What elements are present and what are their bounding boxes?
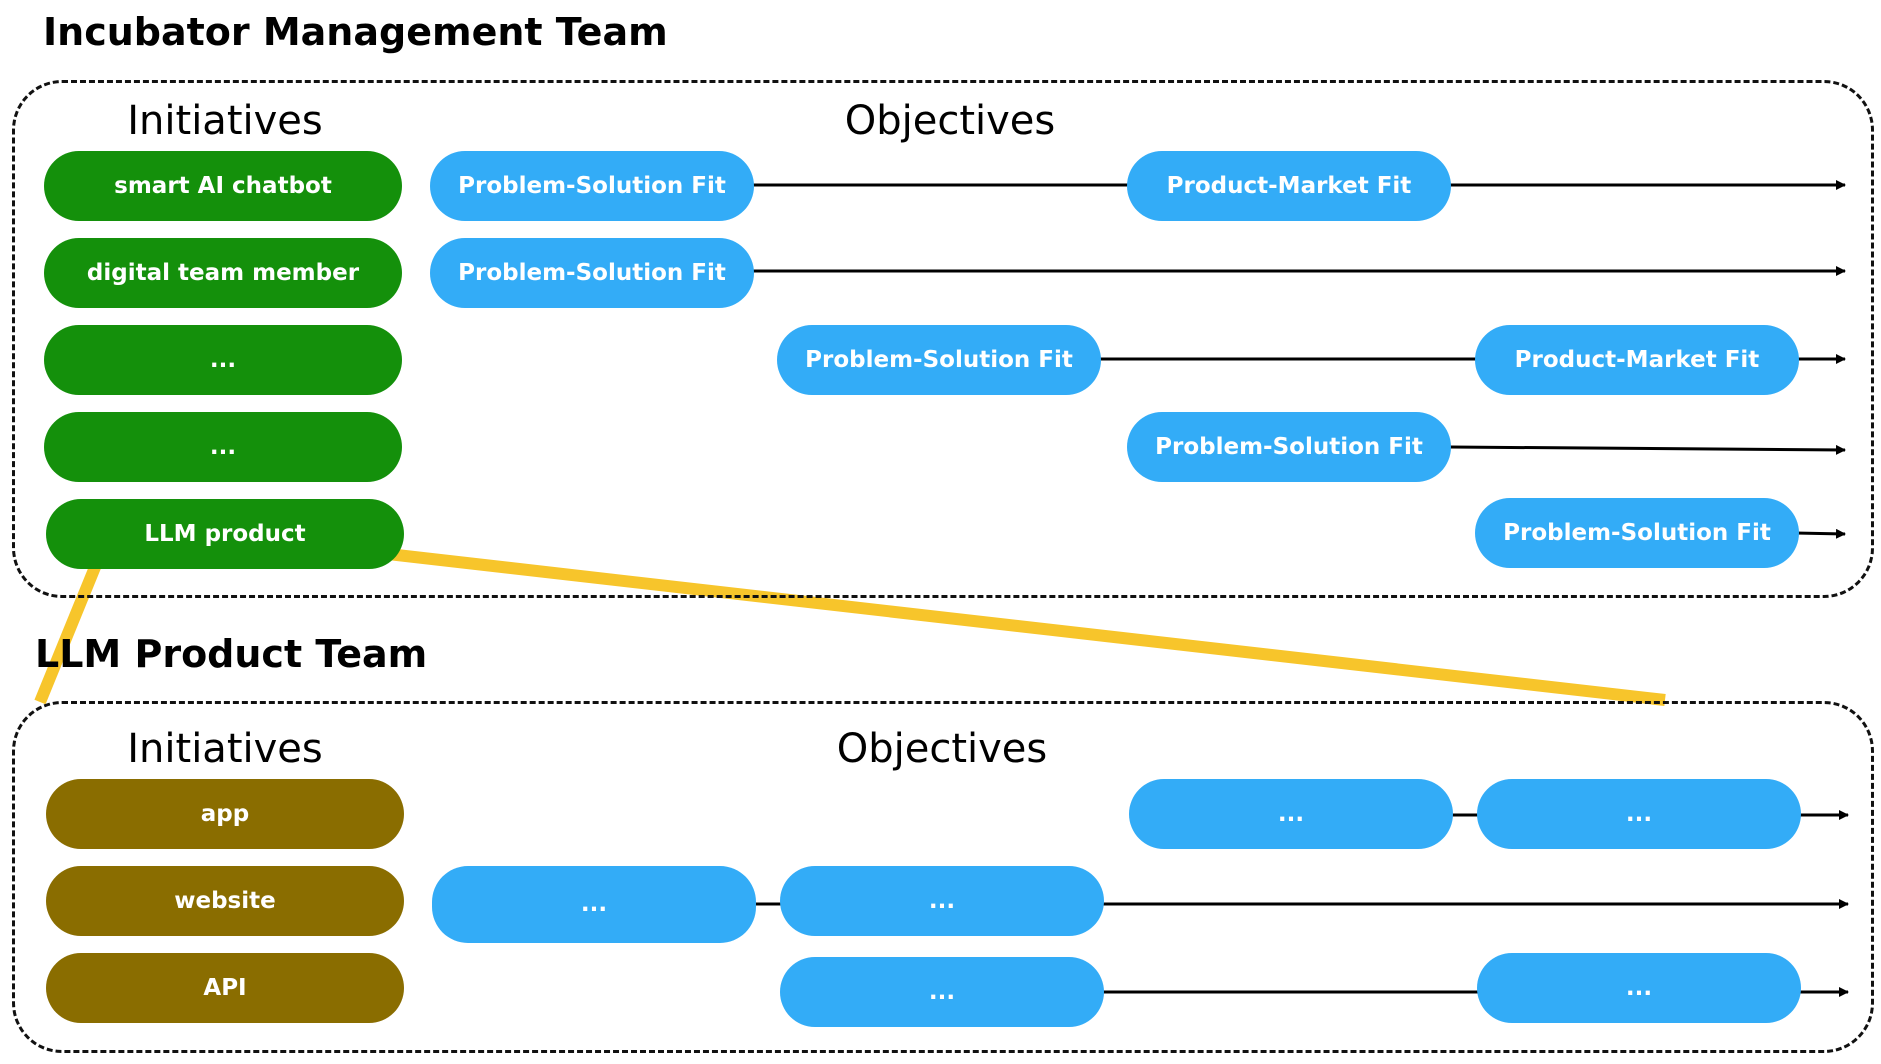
initiative-digital-team-member[interactable]: digital team member [44, 238, 402, 308]
initiative-placeholder-2[interactable]: ... [44, 412, 402, 482]
objective-row1-problem-solution-fit[interactable]: Problem-Solution Fit [430, 151, 754, 221]
incubator-team-box [12, 80, 1874, 598]
initiative-website[interactable]: website [46, 866, 404, 936]
objective-row4-problem-solution-fit[interactable]: Problem-Solution Fit [1127, 412, 1451, 482]
objective-llm-row2-b[interactable]: ... [780, 866, 1104, 936]
objective-row2-problem-solution-fit[interactable]: Problem-Solution Fit [430, 238, 754, 308]
initiative-app[interactable]: app [46, 779, 404, 849]
incubator-team-title: Incubator Management Team [43, 10, 668, 54]
zoom-connector-right [352, 544, 1666, 706]
timeline-incubator-row4 [1449, 444, 1846, 455]
llm-objectives-header: Objectives [836, 726, 1048, 772]
objective-row3-problem-solution-fit[interactable]: Problem-Solution Fit [777, 325, 1101, 395]
zoom-connector-left [34, 547, 108, 705]
initiative-llm-product[interactable]: LLM product [46, 499, 404, 569]
objective-llm-row1-b[interactable]: ... [1477, 779, 1801, 849]
objective-row3-product-market-fit[interactable]: Product-Market Fit [1475, 325, 1799, 395]
llm-team-title: LLM Product Team [35, 632, 428, 676]
timeline-incubator-row5 [1794, 528, 1846, 539]
objective-row5-problem-solution-fit[interactable]: Problem-Solution Fit [1475, 498, 1799, 568]
llm-team-box [12, 701, 1874, 1053]
initiative-api[interactable]: API [46, 953, 404, 1023]
objective-llm-row1-a[interactable]: ... [1129, 779, 1453, 849]
incubator-objectives-header: Objectives [844, 98, 1056, 144]
initiative-placeholder-1[interactable]: ... [44, 325, 402, 395]
initiative-smart-ai-chatbot[interactable]: smart AI chatbot [44, 151, 402, 221]
objective-llm-row3-b[interactable]: ... [1477, 953, 1801, 1023]
incubator-initiatives-header: Initiatives [127, 98, 323, 144]
llm-initiatives-header: Initiatives [127, 726, 323, 772]
objective-row1-product-market-fit[interactable]: Product-Market Fit [1127, 151, 1451, 221]
objective-llm-row3-a[interactable]: ... [780, 957, 1104, 1027]
objective-llm-row2-a[interactable]: ... [432, 866, 756, 943]
